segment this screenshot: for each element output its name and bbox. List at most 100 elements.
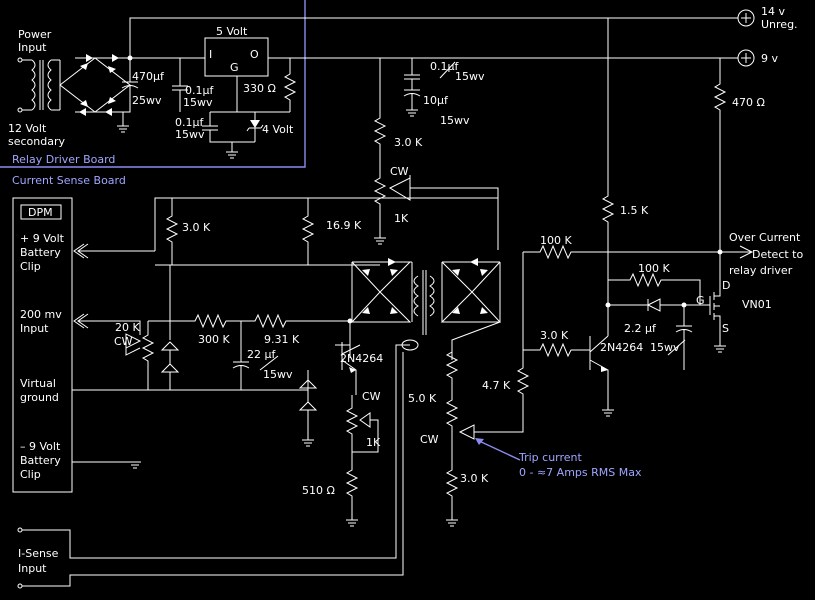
- pot-1k-b-label: 1K: [366, 436, 381, 449]
- cap-d-label: 10µf: [423, 94, 449, 107]
- cap-22b-rating: 15wv: [650, 341, 680, 354]
- right-bridge: [440, 261, 502, 323]
- pot-1k-b-cw: CW: [362, 390, 381, 403]
- res-931k-label: 9.31 K: [264, 333, 300, 346]
- res-330-label: 330 Ω: [243, 82, 276, 95]
- current-sense-board-label: Current Sense Board: [12, 174, 126, 187]
- batt-pos-label-1: + 9 Volt: [20, 232, 65, 245]
- rail-9v-label: 9 v: [761, 52, 778, 65]
- rail-9v-terminal: [737, 49, 755, 67]
- batt-neg-label-2: Battery: [20, 454, 61, 467]
- power-terminal-top: [17, 57, 23, 63]
- regulator-label: 5 Volt: [216, 25, 248, 38]
- batt-pos-label-2: Battery: [20, 246, 61, 259]
- left-bridge: [350, 261, 412, 323]
- mosfet-pin-d: D: [722, 279, 730, 292]
- regulator-pin-in: I: [209, 48, 212, 61]
- current-transformer-coil-a: [413, 275, 419, 317]
- main-cap-rating: 25wv: [132, 94, 162, 107]
- rail-14v-label-2: Unreg.: [761, 18, 798, 31]
- batt-pos-label-3: Clip: [20, 260, 41, 273]
- current-transformer-core: [422, 270, 427, 335]
- bridge-top-diodes: [86, 54, 119, 62]
- cap-22-rating: 15wv: [263, 368, 293, 381]
- res-100k-a-label: 100 K: [540, 234, 572, 247]
- supply-rails: 14 v Unreg. 9 v 0.1µf 15wv 10µf 15wv 470…: [129, 5, 798, 250]
- res-15k-label: 1.5 K: [620, 204, 649, 217]
- bridge-rectifier-diamond: [59, 57, 131, 113]
- res-470-label: 470 Ω: [732, 96, 765, 109]
- mosfet-pin-g: G: [696, 294, 705, 307]
- pot-5k-label: 5.0 K: [408, 392, 437, 405]
- isense-label-2: Input: [18, 562, 47, 575]
- regulator-pin-out: O: [250, 48, 259, 61]
- power-terminal-bottom: [17, 107, 23, 113]
- cap-22-label: 22 µf: [247, 348, 276, 361]
- dpm-label: DPM: [28, 206, 53, 219]
- isense-terminal-a: [17, 527, 23, 533]
- over-current-label-3: relay driver: [729, 264, 793, 277]
- zener-4v-label: 4 Volt: [262, 123, 294, 136]
- res-100k-b-label: 100 K: [638, 262, 670, 275]
- power-input-label-2: Input: [18, 41, 47, 54]
- trip-current-label-1: Trip current: [518, 451, 583, 464]
- res-3k-c-label: 3.0 K: [540, 329, 569, 342]
- res-3k-a-label: 3.0 K: [182, 221, 211, 234]
- input-200mv-label-1: 200 mv: [20, 308, 62, 321]
- five-volt-regulator: 5 Volt I G O 0.1µf 15wv 0.1µf 15wv 4 Vol…: [130, 25, 305, 159]
- cap-a-label: 0.1µf: [185, 84, 214, 97]
- pot-1k-cw: CW: [390, 165, 409, 178]
- res-47k-label: 4.7 K: [482, 379, 511, 392]
- cap-c-label: 0.1µf: [430, 60, 459, 73]
- secondary-label-1: 12 Volt: [8, 122, 47, 135]
- input-200mv-label-2: Input: [20, 322, 49, 335]
- mosfet-label: VN01: [742, 298, 772, 311]
- trip-pot-section: 5.0 K CW 3.0 K Trip current 0 - ≈7 Amps …: [408, 340, 642, 527]
- batt-neg-label-3: Clip: [20, 468, 41, 481]
- pot-5k-cw: CW: [420, 433, 439, 446]
- res-169k-label: 16.9 K: [326, 219, 362, 232]
- power-input-section: Power Input 12 Volt secondary 470µf 25wv: [8, 28, 165, 148]
- pot-20k-label: 20 K: [115, 321, 140, 334]
- rail-14v-label-1: 14 v: [761, 5, 785, 18]
- cap-22b-label: 2.2 µf: [624, 322, 657, 335]
- ground-symbol: [117, 112, 129, 133]
- power-input-label-1: Power: [18, 28, 52, 41]
- rail-14v-terminal: [737, 9, 755, 27]
- mosfet-pin-s: S: [722, 322, 729, 335]
- cap-b-rating: 15wv: [175, 128, 205, 141]
- res-510-label: 510 Ω: [302, 484, 335, 497]
- rectifier-bridges: 3.0 K CW 1K: [350, 58, 502, 360]
- current-transformer-coil-b: [429, 275, 435, 317]
- res-330-symbol: [283, 58, 297, 112]
- sense-input-network: 3.0 K 20 K CW 300 K 9.31 K 22 µf 15wv 16…: [114, 198, 383, 527]
- transistor-b-label: 2N4264: [600, 341, 643, 354]
- cap-b-label: 0.1µf: [175, 116, 204, 129]
- pot-1k-label: 1K: [394, 212, 409, 225]
- pot-20k-cw: CW: [114, 335, 133, 348]
- bridge-bottom-diodes: [79, 108, 112, 116]
- cap-d-rating: 15wv: [440, 114, 470, 127]
- relay-driver-board-label: Relay Driver Board: [12, 153, 115, 166]
- res-3k-b-label: 3.0 K: [394, 136, 423, 149]
- transformer-core: [39, 60, 44, 110]
- isense-input: I-Sense Input: [17, 344, 410, 589]
- cap-a-rating: 15wv: [183, 96, 213, 109]
- res-3k-d-label: 3.0 K: [460, 472, 489, 485]
- secondary-label-2: secondary: [8, 135, 65, 148]
- relay-driver-board-outline: Relay Driver Board Current Sense Board: [0, 0, 306, 187]
- virtual-ground-label-2: ground: [20, 391, 59, 404]
- transistor-a-symbol: [335, 321, 361, 395]
- transformer-secondary-coil: [47, 59, 52, 111]
- mosfet-symbol: [709, 250, 721, 340]
- res-300k-label: 300 K: [198, 333, 230, 346]
- dpm-box: [12, 197, 73, 493]
- cap-c-rating: 15wv: [455, 70, 485, 83]
- dpm-module: DPM + 9 Volt Battery Clip 200 mv Input V…: [12, 197, 499, 493]
- regulator-pin-gnd: G: [230, 61, 239, 74]
- trip-current-label-2: 0 - ≈7 Amps RMS Max: [519, 466, 642, 479]
- batt-neg-label-1: – 9 Volt: [20, 440, 61, 453]
- isense-label-1: I-Sense: [18, 547, 59, 560]
- isense-terminal-b: [17, 583, 23, 589]
